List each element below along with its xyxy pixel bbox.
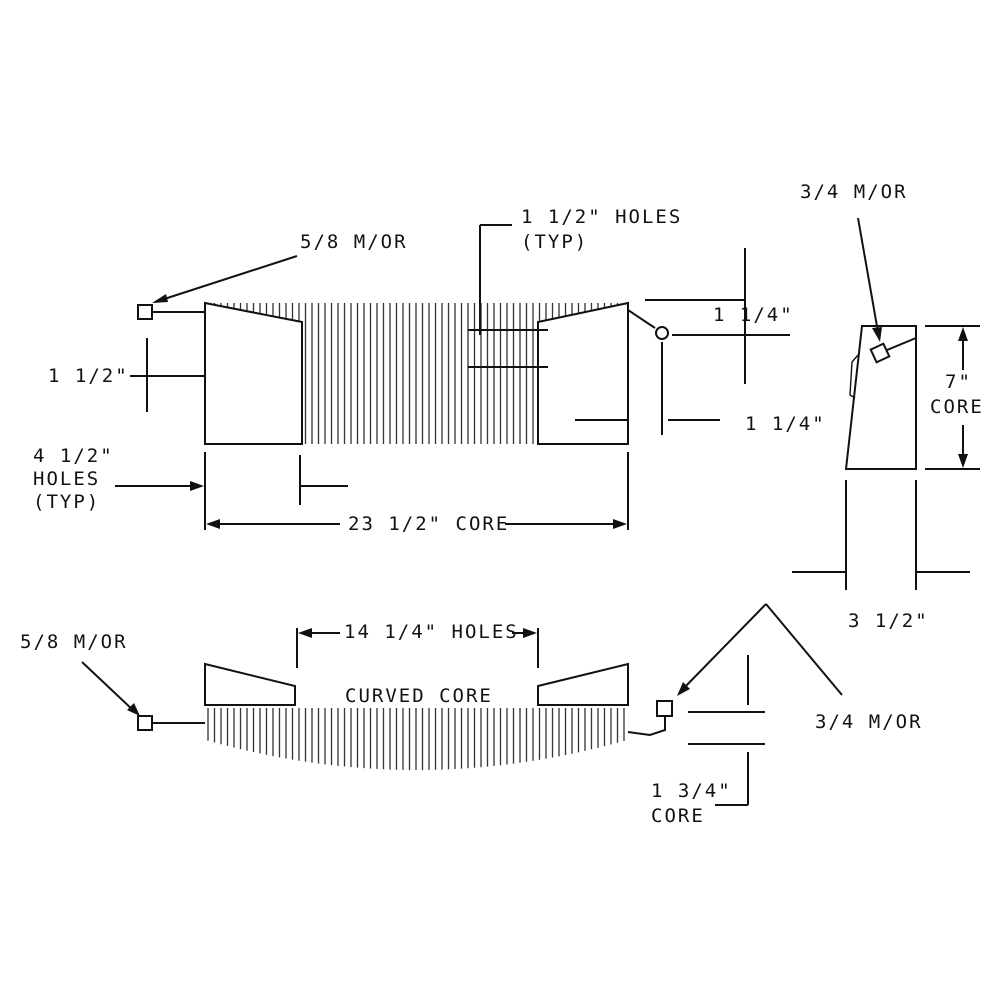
labels: 5/8 M/OR 1 1/2" HOLES (TYP) 3/4 M/OR 1 1…: [20, 181, 984, 827]
side-height-arrow-top: [958, 327, 968, 341]
label-right-upper: 1 1/4": [713, 304, 794, 326]
bottom-core-fins: [207, 708, 625, 770]
core-dim-arrow-left: [206, 519, 220, 529]
side-height-arrow-bottom: [958, 454, 968, 468]
bottom-left-fitting: [137, 715, 153, 731]
label-side-height: 7": [945, 371, 972, 393]
top-left-leader-arrow: [152, 294, 168, 303]
label-bottom-right-fitting: 3/4 M/OR: [815, 711, 923, 733]
side-view: [792, 217, 980, 590]
top-left-leader: [154, 255, 298, 303]
label-bottom-holes: 14 1/4" HOLES: [344, 621, 519, 643]
side-tank-detail: [849, 354, 859, 399]
top-left-tank: [204, 301, 303, 445]
top-view: [115, 224, 790, 530]
top-left-fitting: [137, 304, 153, 320]
bottom-right-tank: [537, 662, 629, 706]
label-side-width: 3 1/2": [848, 610, 929, 632]
bottom-holes-arrow-right: [523, 628, 537, 638]
label-side-fitting: 3/4 M/OR: [800, 181, 908, 203]
label-bottom-left-fitting: 5/8 M/OR: [20, 631, 128, 653]
label-top-left-fitting: 5/8 M/OR: [300, 231, 408, 253]
label-holes-left-1: 4 1/2": [33, 445, 114, 467]
holes-left-arrow: [190, 481, 204, 491]
bottom-right-leader-b: [765, 603, 843, 696]
side-fitting: [869, 342, 891, 364]
label-bottom-core-2: CORE: [651, 805, 705, 827]
bottom-left-tank: [204, 662, 296, 706]
side-leader: [857, 217, 879, 333]
label-holes-left-3: (TYP): [33, 491, 100, 513]
top-right-tank: [537, 301, 629, 445]
label-side-height-core: CORE: [930, 396, 984, 418]
label-holes-left-2: HOLES: [33, 468, 100, 490]
side-tank: [844, 325, 917, 470]
label-core-length: 23 1/2" CORE: [348, 513, 509, 535]
side-leader-arrow: [872, 327, 882, 342]
bottom-holes-arrow-left: [298, 628, 312, 638]
core-dim-arrow-right: [613, 519, 627, 529]
top-right-fitting: [655, 326, 669, 340]
label-bottom-core-1: 1 3/4": [651, 780, 732, 802]
label-holes-top-typ: (TYP): [521, 231, 588, 253]
bottom-right-leader-a: [681, 603, 767, 691]
bottom-right-fitting: [656, 700, 673, 717]
label-curved-core: CURVED CORE: [345, 685, 493, 707]
bottom-right-fitting-pipe: [627, 716, 666, 737]
bottom-left-leader: [81, 661, 136, 713]
bottom-right-leader-arrow: [677, 682, 690, 696]
side-fitting-pipe: [886, 337, 917, 351]
bottom-left-leader-arrow: [127, 703, 140, 716]
label-holes-top: 1 1/2" HOLES: [521, 206, 682, 228]
top-right-fitting-pipe: [627, 309, 656, 329]
bottom-view: [81, 603, 843, 806]
label-right-lower: 1 1/4": [745, 413, 826, 435]
label-left-height: 1 1/2": [48, 365, 129, 387]
